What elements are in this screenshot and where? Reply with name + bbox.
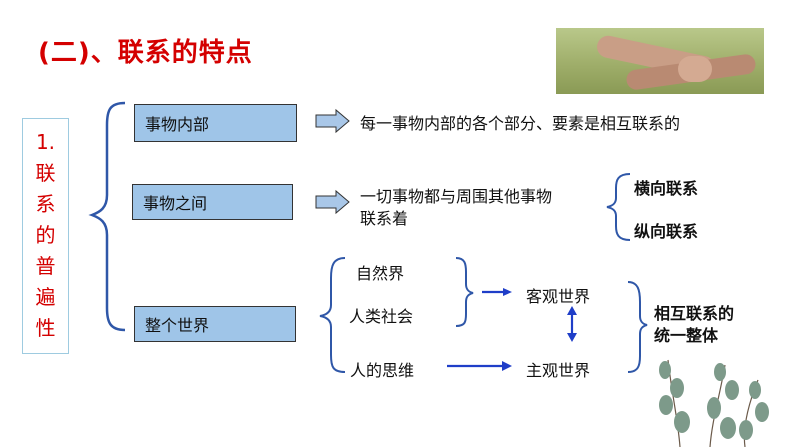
hollow-arrow-1 bbox=[315, 108, 350, 134]
horizontal-connection: 横向联系 bbox=[634, 179, 699, 198]
nature-label: 自然界 bbox=[356, 264, 405, 283]
world-brace bbox=[319, 257, 346, 373]
thought-label: 人的思维 bbox=[350, 361, 415, 380]
vertical-connection: 纵向联系 bbox=[634, 222, 699, 241]
objective-world-label: 客观世界 bbox=[526, 287, 591, 306]
box-whole-world: 整个世界 bbox=[134, 306, 296, 342]
desc-between-1: 一切事物都与周围其他事物 bbox=[360, 187, 553, 206]
conclusion-line-1: 相互联系的 bbox=[654, 304, 735, 323]
holding-hands-photo bbox=[556, 28, 764, 94]
side-label-char: 性 bbox=[35, 316, 56, 340]
box-inner: 事物内部 bbox=[134, 104, 297, 142]
side-label-box: 1. 联 系 的 普 遍 性 bbox=[22, 118, 69, 354]
side-label-char: 联 bbox=[35, 161, 56, 185]
side-label-number: 1. bbox=[35, 130, 56, 154]
side-label-char: 普 bbox=[35, 254, 56, 278]
conclusion-line-2: 统一整体 bbox=[654, 326, 719, 345]
hollow-arrow-2 bbox=[315, 189, 350, 215]
conclusion-brace bbox=[627, 281, 648, 373]
page-title: (二)、联系的特点 bbox=[38, 38, 253, 68]
connection-brace bbox=[606, 173, 631, 241]
plant-decoration bbox=[659, 359, 769, 447]
box-between: 事物之间 bbox=[132, 184, 293, 220]
objective-brace bbox=[455, 257, 474, 327]
side-label-char: 遍 bbox=[35, 285, 56, 309]
main-brace bbox=[88, 101, 126, 332]
desc-between-2: 联系着 bbox=[360, 209, 409, 228]
desc-inner: 每一事物内部的各个部分、要素是相互联系的 bbox=[360, 114, 681, 133]
society-label: 人类社会 bbox=[349, 307, 414, 326]
side-label-char: 的 bbox=[35, 223, 56, 247]
side-label-char: 系 bbox=[35, 192, 56, 216]
subjective-world-label: 主观世界 bbox=[526, 361, 591, 380]
